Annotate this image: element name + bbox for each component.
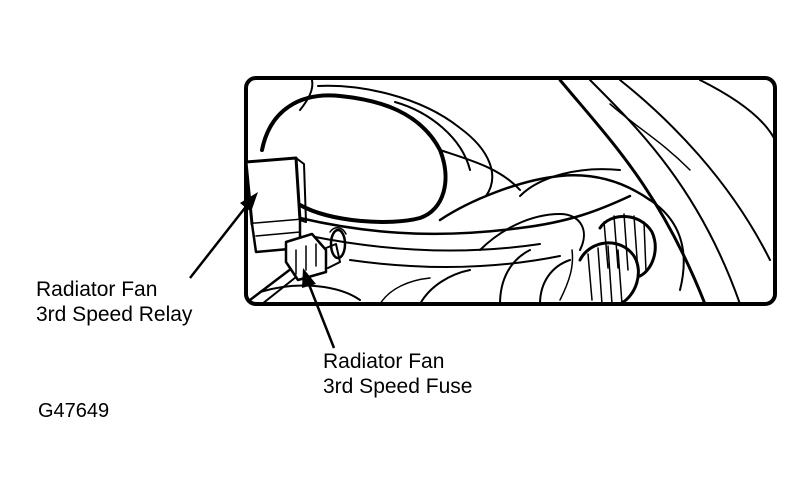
strut-bands bbox=[558, 78, 775, 304]
figure-id: G47649 bbox=[38, 400, 110, 422]
relay-callout-line-2: 3rd Speed Relay bbox=[36, 303, 193, 326]
fuse-holder bbox=[284, 227, 347, 282]
reservoir-caps bbox=[578, 213, 657, 304]
relay-callout-line-1: Radiator Fan bbox=[36, 278, 158, 301]
relay-block bbox=[246, 156, 307, 254]
air-duct bbox=[260, 79, 521, 224]
hoses-and-wiring bbox=[248, 168, 685, 304]
fuse-leader-arrow bbox=[302, 268, 336, 349]
fuse-callout-label: Radiator Fan 3rd Speed Fuse bbox=[323, 349, 472, 399]
fuse-callout-line-1: Radiator Fan bbox=[323, 350, 445, 373]
relay-leader-arrow bbox=[189, 192, 258, 279]
relay-callout-label: Radiator Fan 3rd Speed Relay bbox=[36, 277, 192, 327]
fuse-callout-line-2: 3rd Speed Fuse bbox=[323, 375, 473, 398]
